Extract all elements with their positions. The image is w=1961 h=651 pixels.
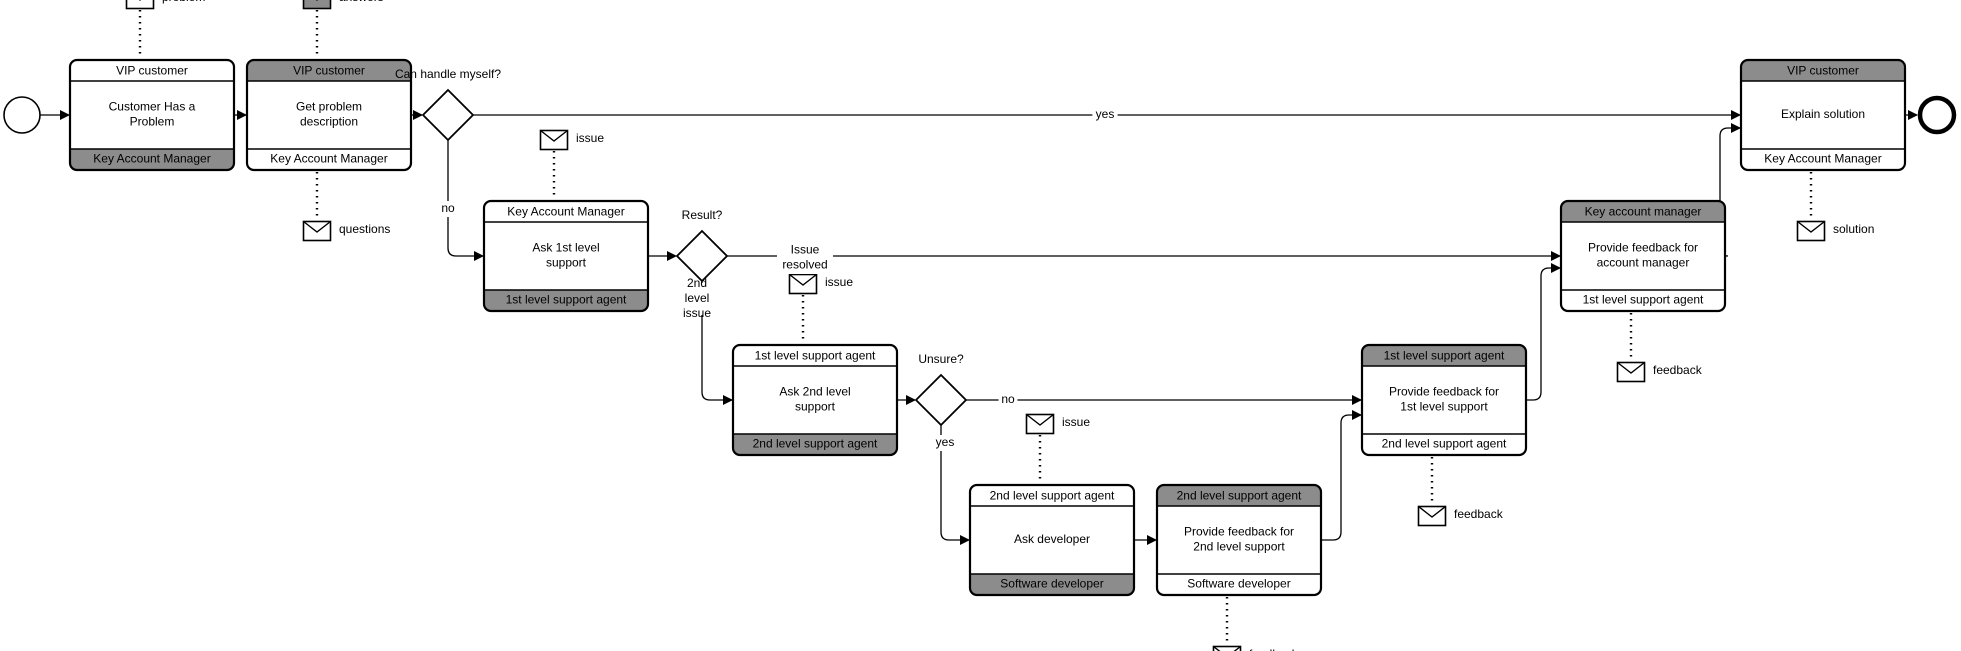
gateway-label: Unsure?: [918, 352, 964, 366]
gateway-label: Result?: [682, 208, 723, 222]
flow-label-f-yes2: yes: [932, 435, 958, 451]
message-label: solution: [1833, 222, 1874, 236]
flow-label-f-no1: no: [438, 201, 458, 217]
task-top-participant: 1st level support agent: [1384, 349, 1505, 363]
gateway-g3[interactable]: Unsure?: [914, 352, 968, 427]
envelope-icon: [1417, 505, 1447, 527]
message-label: problem: [162, 0, 205, 4]
flow-t6-t7: [1321, 410, 1362, 541]
task-bottom-participant: Key Account Manager: [93, 152, 210, 166]
gateway-g2[interactable]: Result?: [675, 208, 729, 283]
task-bottom-participant: Software developer: [1187, 577, 1290, 591]
end-event[interactable]: [1917, 95, 1957, 135]
message-label: questions: [339, 222, 390, 236]
message-label: feedback: [1249, 647, 1299, 651]
flow-t7-t8: [1526, 263, 1561, 401]
task-top-participant: 2nd level support agent: [990, 489, 1115, 503]
flow-label-f-no2: no: [998, 392, 1018, 408]
start-event[interactable]: [3, 96, 41, 134]
task-top-participant: Key Account Manager: [507, 205, 624, 219]
flow-label-text: yes: [1096, 107, 1115, 121]
message-label: feedback: [1653, 363, 1703, 377]
flow-g3-t5-yes: [940, 425, 970, 545]
flow-label-f-yes: yes: [1092, 107, 1118, 123]
gateway-g1[interactable]: Can handle myself?: [395, 67, 501, 142]
task-top-participant: VIP customer: [1787, 64, 1859, 78]
task-bottom-participant: Software developer: [1000, 577, 1103, 591]
flow-label-text: yes: [936, 435, 955, 449]
task-bottom-participant: 1st level support agent: [1583, 293, 1704, 307]
envelope-icon: [302, 0, 332, 10]
envelope-icon: [125, 0, 155, 10]
envelope-icon: [1212, 645, 1242, 651]
envelope-icon: [302, 220, 332, 242]
envelope-icon: [1796, 220, 1826, 242]
task-top-participant: VIP customer: [116, 64, 188, 78]
message-label: feedback: [1454, 507, 1504, 521]
task-bottom-participant: 1st level support agent: [506, 293, 627, 307]
flow-g1-t3-no: [447, 140, 484, 261]
envelope-icon: [788, 273, 818, 295]
message-label: answers: [339, 0, 384, 4]
task-top-participant: 1st level support agent: [755, 349, 876, 363]
message-label: issue: [576, 131, 604, 145]
task-top-participant: VIP customer: [293, 64, 365, 78]
flow-label-text: no: [1001, 392, 1015, 406]
task-bottom-participant: 2nd level support agent: [753, 437, 878, 451]
flow-label-text: no: [441, 201, 455, 215]
task-top-participant: 2nd level support agent: [1177, 489, 1302, 503]
task-bottom-participant: Key Account Manager: [1764, 152, 1881, 166]
flow-g2-t4: [701, 281, 733, 405]
envelope-icon: [1025, 413, 1055, 435]
envelope-icon: [1616, 361, 1646, 383]
task-top-participant: Key account manager: [1585, 205, 1702, 219]
message-label: issue: [1062, 415, 1090, 429]
task-bottom-participant: Key Account Manager: [270, 152, 387, 166]
message-label: issue: [825, 275, 853, 289]
envelope-icon: [539, 129, 569, 151]
task-name: Ask developer: [1014, 532, 1090, 546]
gateway-label: Can handle myself?: [395, 67, 501, 81]
task-name: Explain solution: [1781, 107, 1865, 121]
task-bottom-participant: 2nd level support agent: [1382, 437, 1507, 451]
